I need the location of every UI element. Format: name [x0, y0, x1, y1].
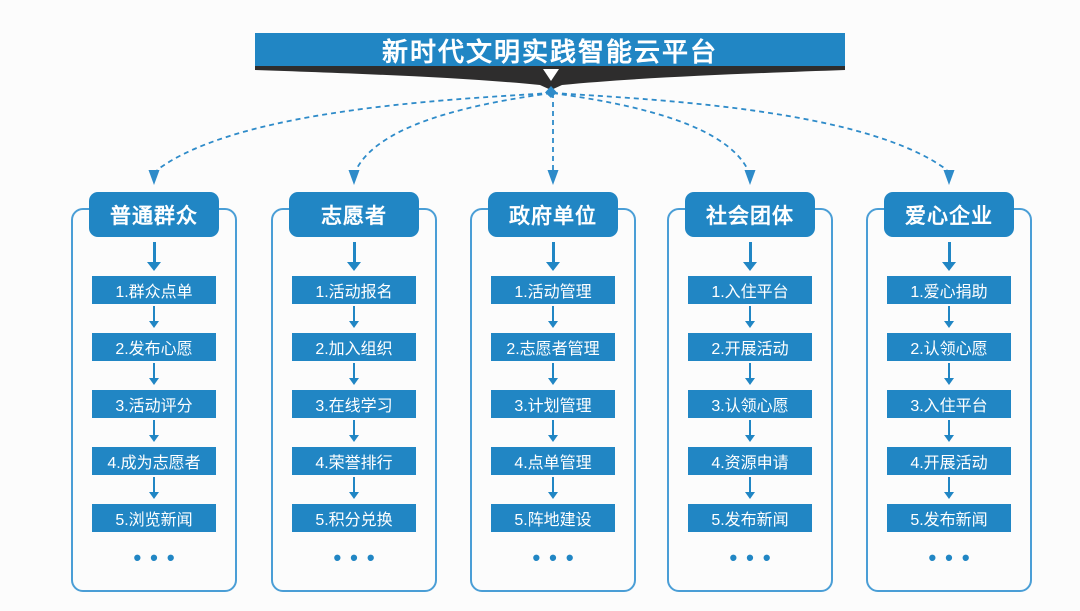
column-header: 爱心企业: [884, 192, 1014, 237]
down-arrow-icon: [149, 477, 159, 499]
platform-title: 新时代文明实践智能云平台: [381, 36, 718, 67]
step-box: 5.发布新闻: [688, 504, 812, 532]
step-box: 3.计划管理: [491, 390, 615, 418]
down-arrow-icon: [349, 363, 359, 385]
down-arrow-icon: [743, 242, 757, 271]
down-arrow-icon: [149, 420, 159, 442]
step-box: 2.认领心愿: [887, 333, 1011, 361]
column-volunteer: 志愿者 1.活动报名 2.加入组织 3.在线学习 4.荣誉排行 5.积分兑换 •…: [271, 192, 437, 592]
down-arrow-icon: [944, 420, 954, 442]
step-box: 1.活动报名: [292, 276, 416, 304]
down-arrow-icon: [548, 306, 558, 328]
step-box: 1.爱心捐助: [887, 276, 1011, 304]
down-arrow-icon: [942, 242, 956, 271]
down-arrow-icon: [745, 420, 755, 442]
down-arrow-icon: [745, 477, 755, 499]
step-box: 2.开展活动: [688, 333, 812, 361]
column-header: 社会团体: [685, 192, 815, 237]
down-arrow-icon: [149, 306, 159, 328]
ellipsis-dots: •••: [729, 545, 780, 570]
step-box: 3.在线学习: [292, 390, 416, 418]
down-arrow-icon: [349, 420, 359, 442]
down-arrow-icon: [548, 363, 558, 385]
connector-origin-dot: [545, 86, 557, 98]
connector-lines: [148, 66, 955, 185]
column-header: 政府单位: [488, 192, 618, 237]
down-arrow-icon: [543, 69, 559, 81]
ellipsis-dots: •••: [133, 545, 184, 570]
step-box: 1.群众点单: [92, 276, 216, 304]
down-arrow-icon: [349, 477, 359, 499]
down-arrow-icon: [347, 242, 361, 271]
step-box: 4.荣誉排行: [292, 447, 416, 475]
down-arrow-icon: [944, 477, 954, 499]
column-header: 普通群众: [89, 192, 219, 237]
column-government-unit: 政府单位 1.活动管理 2.志愿者管理 3.计划管理 4.点单管理 5.阵地建设…: [470, 192, 636, 592]
step-box: 5.积分兑换: [292, 504, 416, 532]
step-box: 1.活动管理: [491, 276, 615, 304]
ellipsis-dots: •••: [928, 545, 979, 570]
down-arrow-icon: [546, 242, 560, 271]
step-box: 3.认领心愿: [688, 390, 812, 418]
column-header: 志愿者: [289, 192, 419, 237]
platform-title-bar: 新时代文明实践智能云平台: [255, 33, 845, 67]
step-box: 2.志愿者管理: [491, 333, 615, 361]
ribbon-shadow: [255, 66, 845, 90]
ellipsis-dots: •••: [532, 545, 583, 570]
column-social-group: 社会团体 1.入住平台 2.开展活动 3.认领心愿 4.资源申请 5.发布新闻 …: [667, 192, 833, 592]
down-arrow-icon: [944, 306, 954, 328]
down-arrow-icon: [348, 170, 360, 185]
down-arrow-icon: [943, 170, 955, 185]
down-arrow-icon: [547, 170, 559, 185]
step-box: 4.成为志愿者: [92, 447, 216, 475]
step-box: 4.点单管理: [491, 447, 615, 475]
dashed-connector: [552, 92, 948, 171]
down-arrow-icon: [744, 170, 756, 185]
step-box: 5.阵地建设: [491, 504, 615, 532]
step-box: 1.入住平台: [688, 276, 812, 304]
step-box: 2.发布心愿: [92, 333, 216, 361]
ellipsis-dots: •••: [333, 545, 384, 570]
step-box: 5.浏览新闻: [92, 504, 216, 532]
step-box: 3.活动评分: [92, 390, 216, 418]
down-arrow-icon: [548, 420, 558, 442]
column-general-public: 普通群众 1.群众点单 2.发布心愿 3.活动评分 4.成为志愿者 5.浏览新闻…: [71, 192, 237, 592]
down-arrow-icon: [147, 242, 161, 271]
step-box: 2.加入组织: [292, 333, 416, 361]
step-box: 3.入住平台: [887, 390, 1011, 418]
down-arrow-icon: [944, 363, 954, 385]
column-caring-enterprise: 爱心企业 1.爱心捐助 2.认领心愿 3.入住平台 4.开展活动 5.发布新闻 …: [866, 192, 1032, 592]
dashed-connector: [156, 92, 552, 171]
down-arrow-icon: [548, 477, 558, 499]
down-arrow-icon: [349, 306, 359, 328]
dashed-connector: [552, 92, 749, 171]
step-box: 4.资源申请: [688, 447, 812, 475]
down-arrow-icon: [148, 170, 160, 185]
step-box: 4.开展活动: [887, 447, 1011, 475]
down-arrow-icon: [745, 306, 755, 328]
down-arrow-icon: [745, 363, 755, 385]
down-arrow-icon: [149, 363, 159, 385]
dashed-connector: [355, 92, 552, 171]
step-box: 5.发布新闻: [887, 504, 1011, 532]
